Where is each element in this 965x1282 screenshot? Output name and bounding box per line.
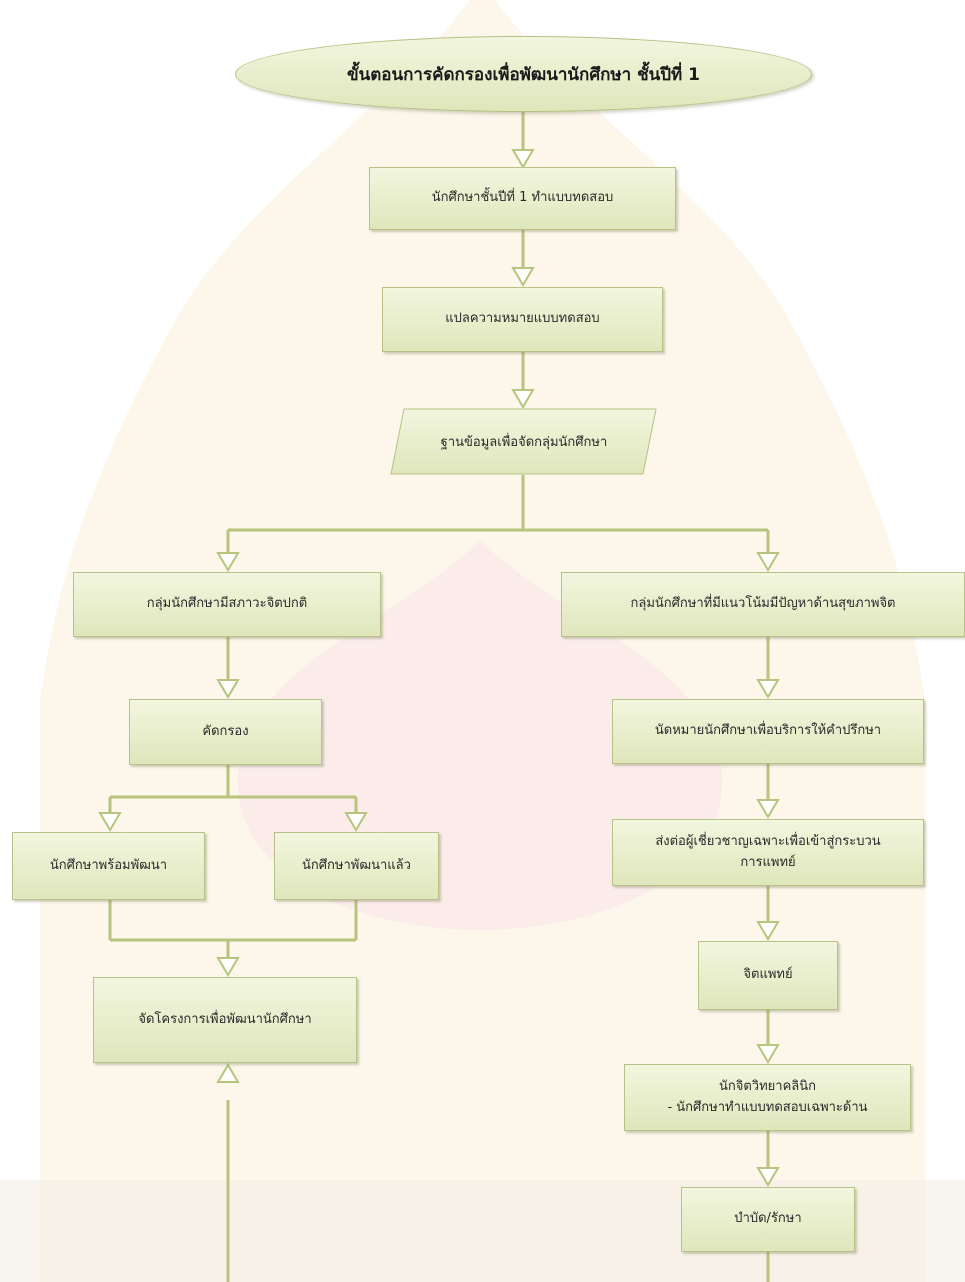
node-specialist-referral: ส่งต่อผู้เชี่ยวชาญเฉพาะเพื่อเข้าสู่กระบว…: [612, 819, 924, 886]
node-already-developed: นักศึกษาพัฒนาแล้ว: [274, 832, 439, 900]
node-development-project-label: จัดโครงการเพื่อพัฒนานักศึกษา: [138, 1011, 312, 1027]
node-treatment: บำบัด/รักษา: [681, 1187, 855, 1252]
node-development-project: จัดโครงการเพื่อพัฒนานักศึกษา: [93, 977, 357, 1063]
node-psychiatrist-label: จิตแพทย์: [743, 967, 793, 983]
node-screening: คัดกรอง: [129, 699, 322, 765]
node-specialist-referral-label: ส่งต่อผู้เชี่ยวชาญเฉพาะเพื่อเข้าสู่กระบว…: [655, 834, 881, 870]
node-counseling-appointment-label: นัดหมายนักศึกษาเพื่อบริการให้คำปรึกษา: [654, 723, 882, 739]
node-interpret-test: แปลความหมายแบบทดสอบ: [382, 287, 663, 352]
parallelogram-shape: [390, 408, 657, 475]
node-ready-to-develop-label: นักศึกษาพร้อมพัฒนา: [49, 857, 168, 873]
node-clinical-psychologist-label: นักจิตวิทยาคลินิก - นักศึกษาทำแบบทดสอบเฉ…: [667, 1079, 868, 1115]
node-ready-to-develop: นักศึกษาพร้อมพัฒนา: [12, 832, 205, 900]
title-ellipse: ขั้นตอนการคัดกรองเพื่อพัฒนานักศึกษา ชั้น…: [235, 36, 812, 112]
node-screening-label: คัดกรอง: [202, 723, 249, 739]
node-student-database: ฐานข้อมูลเพื่อจัดกลุ่มนักศึกษา: [390, 408, 658, 475]
diagram-title: ขั้นตอนการคัดกรองเพื่อพัฒนานักศึกษา ชั้น…: [347, 64, 700, 85]
node-take-test: นักศึกษาชั้นปีที่ 1 ทำแบบทดสอบ: [369, 167, 676, 230]
node-counseling-appointment: นัดหมายนักศึกษาเพื่อบริการให้คำปรึกษา: [612, 699, 924, 764]
node-psychiatrist: จิตแพทย์: [698, 941, 838, 1010]
node-normal-group-label: กลุ่มนักศึกษามีสภาวะจิตปกติ: [146, 596, 308, 612]
node-treatment-label: บำบัด/รักษา: [734, 1211, 802, 1227]
node-risk-group-label: กลุ่มนักศึกษาที่มีแนวโน้มมีปัญหาด้านสุขภ…: [630, 596, 896, 612]
node-normal-group: กลุ่มนักศึกษามีสภาวะจิตปกติ: [73, 572, 381, 637]
node-interpret-test-label: แปลความหมายแบบทดสอบ: [445, 311, 600, 327]
node-risk-group: กลุ่มนักศึกษาที่มีแนวโน้มมีปัญหาด้านสุขภ…: [561, 572, 965, 637]
node-take-test-label: นักศึกษาชั้นปีที่ 1 ทำแบบทดสอบ: [431, 190, 614, 206]
node-already-developed-label: นักศึกษาพัฒนาแล้ว: [302, 857, 411, 873]
node-clinical-psychologist: นักจิตวิทยาคลินิก - นักศึกษาทำแบบทดสอบเฉ…: [624, 1064, 911, 1131]
node-student-database-label: ฐานข้อมูลเพื่อจัดกลุ่มนักศึกษา: [440, 435, 608, 450]
